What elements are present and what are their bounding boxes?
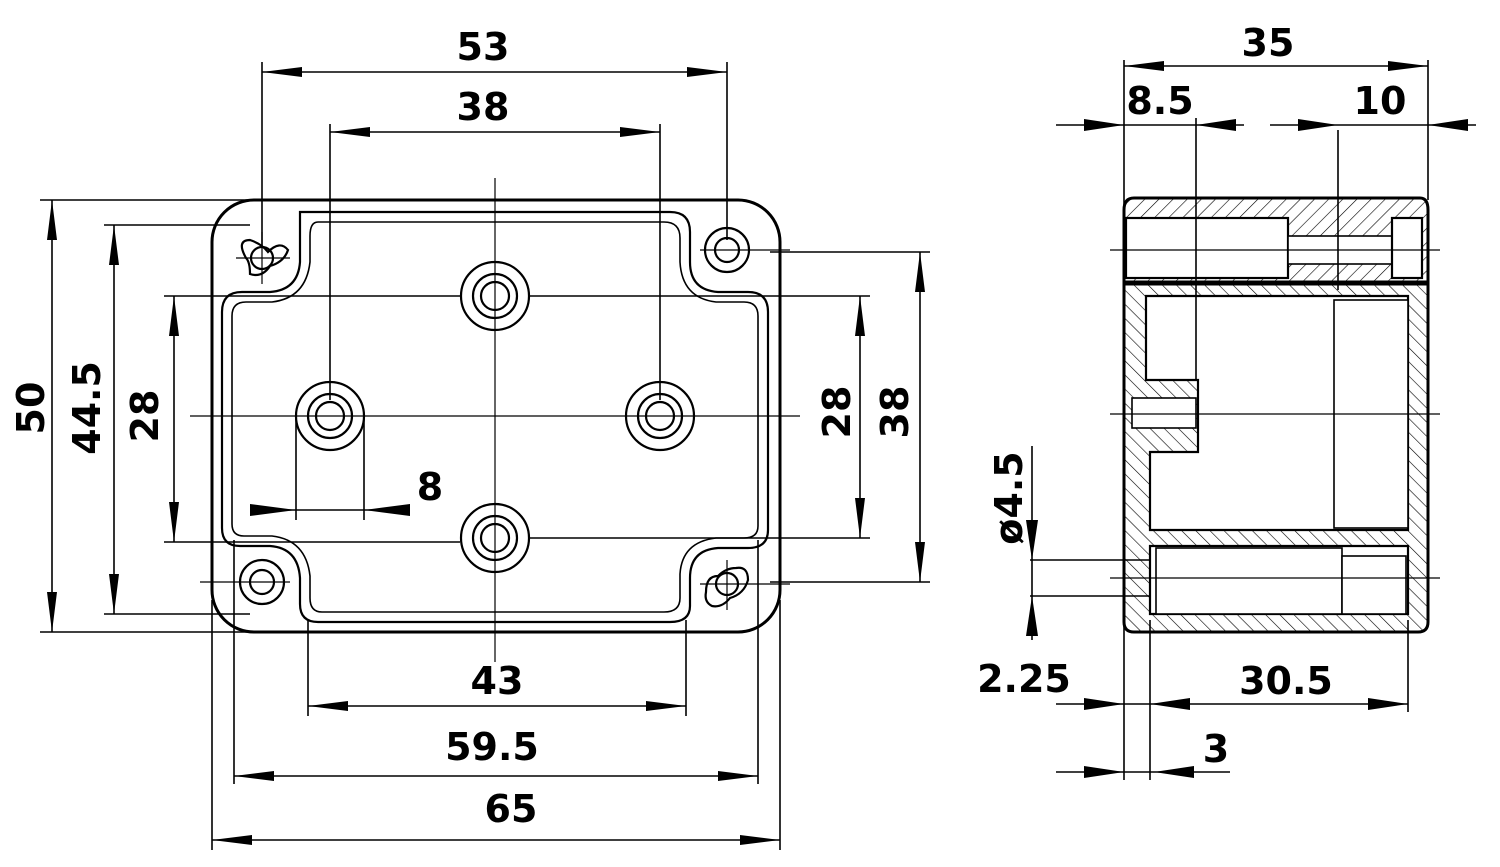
boss-top xyxy=(459,260,531,332)
corner-hole-top-right xyxy=(700,226,790,274)
dim-side-bottom-small: 3 xyxy=(1203,727,1229,771)
dim-bottom-outer: 65 xyxy=(485,787,538,831)
dim-side-top-right: 10 xyxy=(1354,79,1407,123)
side-view: 35 8.5 10 ø4.5 2.25 30.5 3 xyxy=(977,21,1476,780)
lid-groove-outer xyxy=(220,210,770,624)
dim-small-offset: 8 xyxy=(417,465,443,509)
corner-hole-bottom-left xyxy=(200,558,290,606)
dim-side-top-overall: 35 xyxy=(1242,21,1295,65)
front-view: 53 38 50 44.5 28 28 38 8 43 59.5 65 xyxy=(9,25,930,850)
dim-bottom-inner: 43 xyxy=(471,659,524,703)
dim-left-mid: 44.5 xyxy=(65,361,109,455)
dim-bottom-mid: 59.5 xyxy=(445,725,539,769)
boss-bottom xyxy=(459,502,531,574)
dim-top-inner: 38 xyxy=(457,85,510,129)
dim-top-outer: 53 xyxy=(457,25,510,69)
dim-side-bottom-depth: 30.5 xyxy=(1239,659,1333,703)
corner-hole-bottom-right xyxy=(700,560,790,610)
dim-right-inner: 28 xyxy=(815,386,859,439)
dim-hole-diameter: ø4.5 xyxy=(987,451,1031,544)
dim-left-inner: 28 xyxy=(123,390,167,443)
corner-hole-top-left xyxy=(236,232,290,284)
dim-side-bottom-wall: 2.25 xyxy=(977,657,1071,701)
lid-groove-inner xyxy=(231,221,759,613)
dim-left-outer: 50 xyxy=(9,382,53,435)
dim-right-outer: 38 xyxy=(873,386,917,439)
dim-side-top-left: 8.5 xyxy=(1126,79,1193,123)
